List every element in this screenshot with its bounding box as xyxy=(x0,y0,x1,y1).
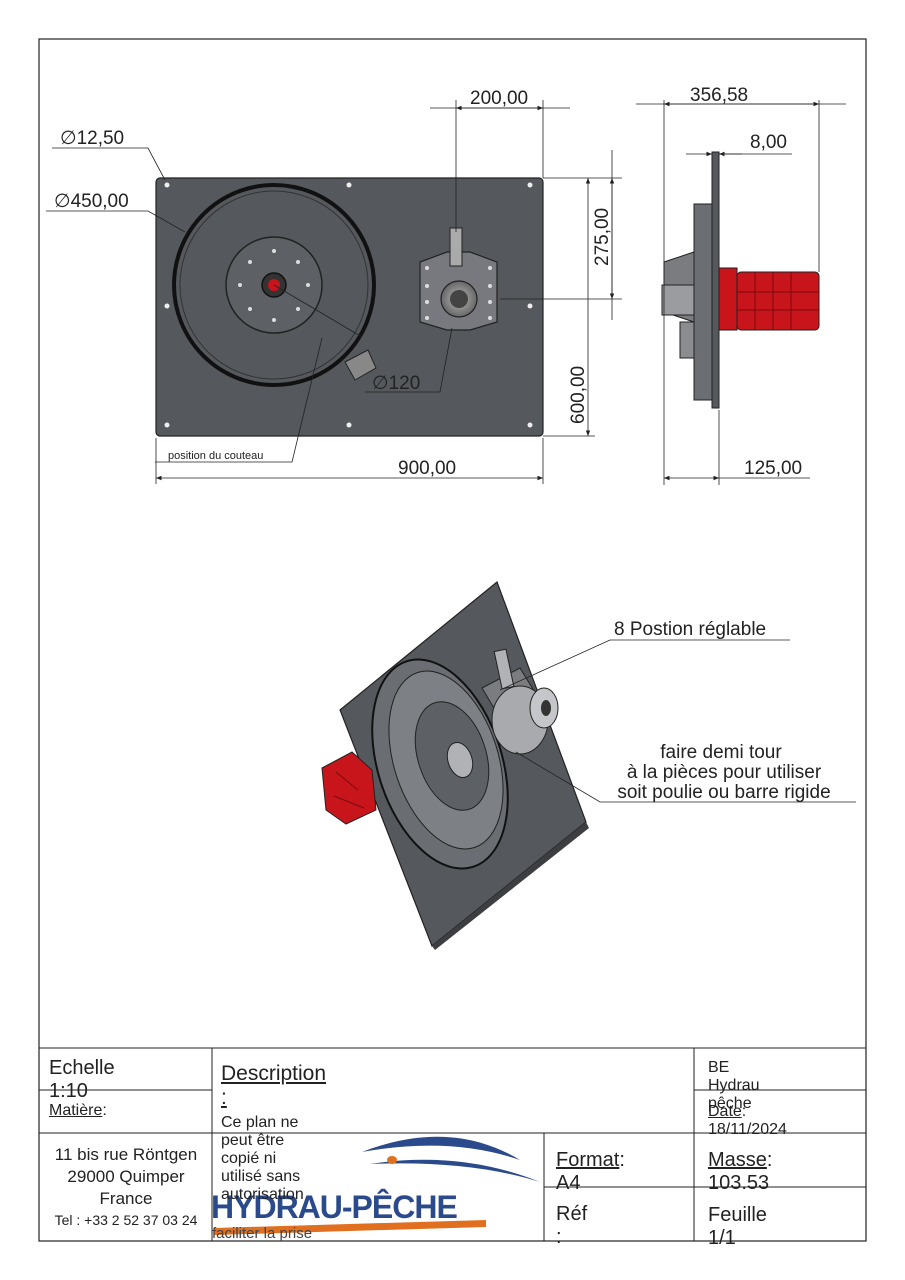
mounting-holes xyxy=(164,182,533,428)
dim-hole-diameter: ∅12,50 xyxy=(60,128,124,149)
dim-side-depth: 125,00 xyxy=(744,458,802,479)
date-field: Date: 18/11/2024 xyxy=(708,1103,787,1138)
knife-bracket xyxy=(344,349,377,381)
dim-side-total: 356,58 xyxy=(690,85,748,106)
hydraulic-motor xyxy=(736,271,820,331)
sheet-number: Feuille 1/1 xyxy=(708,1204,767,1249)
dim-width: 900,00 xyxy=(398,458,456,479)
dim-height: 600,00 xyxy=(568,366,589,424)
dim-offset-vertical: 275,00 xyxy=(592,208,613,266)
side-dimensions xyxy=(636,100,846,485)
scale-label: Echelle 1:10 xyxy=(49,1057,115,1102)
iso-motor xyxy=(321,751,377,825)
dim-offset-horizontal: 200,00 xyxy=(470,88,528,109)
motor-flange xyxy=(718,267,738,331)
iso-leaders xyxy=(499,639,856,803)
dim-hub-diameter: ∅120 xyxy=(372,373,420,394)
side-view xyxy=(661,151,820,409)
title-block-grid xyxy=(39,1047,866,1241)
note-turn-line2: à la pièces pour utiliser xyxy=(627,762,822,783)
isometric-view xyxy=(321,581,589,950)
front-view xyxy=(155,177,544,437)
ref-field: Réf : xyxy=(556,1203,588,1248)
note-knife-position: position du couteau xyxy=(168,450,263,462)
copyright-notice: Ce plan ne peut être copié ni utilisé sa… xyxy=(221,1114,304,1203)
mass-field: Masse: 103.53 xyxy=(708,1149,773,1194)
company-ref: BE Hydrau pêche xyxy=(708,1059,760,1112)
side-plate xyxy=(711,151,720,409)
sheet-border xyxy=(38,38,867,1242)
note-turn-line1: faire demi tour xyxy=(660,742,782,763)
wheel-outer xyxy=(172,183,376,387)
front-dimensions xyxy=(46,100,622,484)
logo-text: HYDRAU-PÊCHE xyxy=(211,1189,457,1225)
company-address: 11 bis rue Röntgen 29000 Quimper France xyxy=(54,1145,198,1208)
company-logo: HYDRAU-PÊCHE faciliter la prise xyxy=(211,1136,540,1242)
material-field: Matière: xyxy=(49,1102,107,1119)
side-wheel xyxy=(693,203,713,401)
company-phone: Tel : +33 2 52 37 03 24 xyxy=(54,1212,198,1228)
dim-wheel-diameter: ∅450,00 xyxy=(54,191,129,212)
note-turn-line3: soit poulie ou barre rigide xyxy=(617,782,830,803)
logo-tagline: faciliter la prise xyxy=(212,1225,312,1242)
dim-side-plate: 8,00 xyxy=(750,132,787,153)
description-label: Description : xyxy=(221,1062,327,1109)
format-field: Format: A4 xyxy=(556,1149,625,1194)
note-adjustable-positions: 8 Postion réglable xyxy=(614,619,766,640)
